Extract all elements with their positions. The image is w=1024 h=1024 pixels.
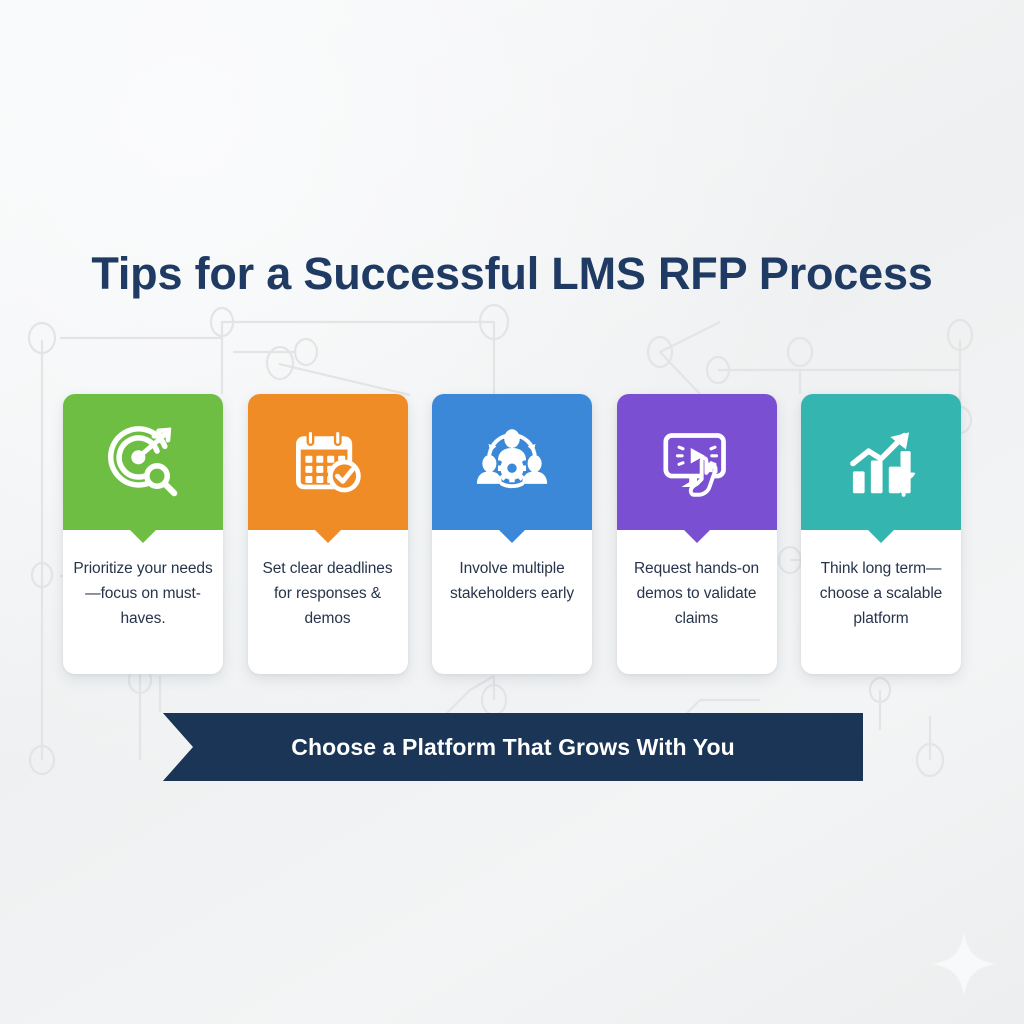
- card-header: [63, 394, 223, 530]
- target-magnifier-icon: [104, 423, 182, 501]
- tip-card-text: Involve multiple stakeholders early: [450, 560, 574, 602]
- tip-card-request-demos[interactable]: Request hands-on demos to validate claim…: [616, 394, 777, 674]
- card-header: [801, 394, 961, 530]
- cta-banner-text: Choose a Platform That Grows With You: [291, 733, 735, 760]
- card-header: [432, 394, 592, 530]
- tip-card-text: Think long term—choose a scalable platfo…: [819, 560, 943, 627]
- growth-chart-plant-icon: [842, 423, 920, 501]
- page-title: Tips for a Successful LMS RFP Process: [91, 248, 933, 299]
- card-notch: [868, 530, 894, 543]
- card-notch: [314, 530, 341, 543]
- team-collaboration-gear-icon: [473, 423, 551, 501]
- card-notch: [499, 530, 525, 543]
- tip-card-text: Set clear deadlines for responses & demo…: [262, 560, 393, 627]
- sparkle-icon: [932, 932, 996, 996]
- tip-card-prioritize-needs[interactable]: Prioritize your needs—focus on must-have…: [63, 394, 223, 674]
- tips-card-row: Prioritize your needs—focus on must-have…: [63, 394, 961, 674]
- cta-banner-inner: Choose a Platform That Grows With You: [163, 713, 863, 781]
- card-notch: [130, 530, 156, 543]
- tip-card-think-long-term[interactable]: Think long term—choose a scalable platfo…: [801, 394, 961, 674]
- monitor-play-hand-click-icon: [658, 423, 736, 501]
- card-header: [616, 394, 777, 530]
- tip-card-set-deadlines[interactable]: Set clear deadlines for responses & demo…: [247, 394, 408, 674]
- card-notch: [683, 530, 710, 543]
- tip-card-text: Prioritize your needs—focus on must-have…: [73, 560, 213, 627]
- calendar-check-icon: [289, 423, 367, 501]
- tip-card-text: Request hands-on demos to validate claim…: [633, 560, 760, 627]
- tip-card-involve-stakeholders[interactable]: Involve multiple stakeholders early: [432, 394, 592, 674]
- cta-banner[interactable]: Choose a Platform That Grows With You: [163, 713, 863, 781]
- card-header: [247, 394, 408, 530]
